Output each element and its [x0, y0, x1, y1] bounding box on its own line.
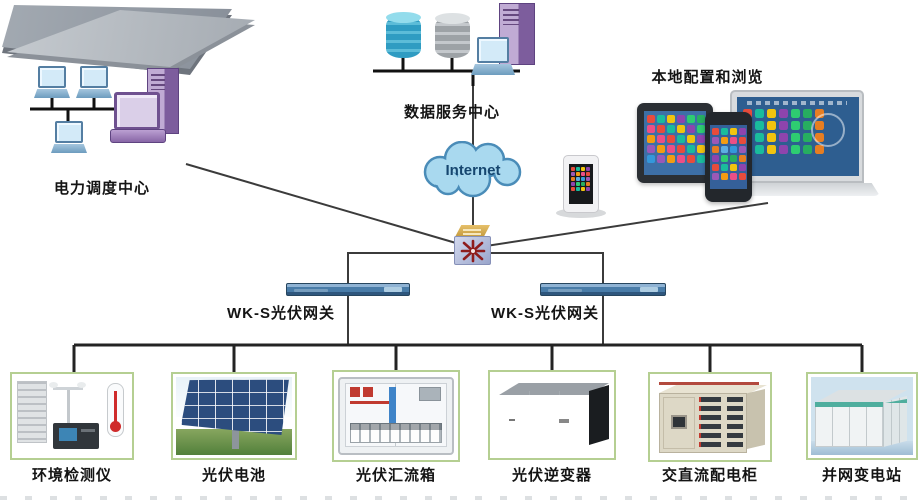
device-photo-pv-inverter — [488, 370, 616, 460]
internet-cloud-icon — [423, 141, 522, 198]
server-workstation-icon — [471, 37, 515, 75]
data-center-label: 数据服务中心 — [403, 104, 500, 121]
connector-line — [185, 163, 474, 249]
device-photo-environment-monitor — [10, 372, 134, 460]
gateway-device-right — [540, 283, 666, 296]
database-cylinder-icon — [386, 12, 421, 58]
workstation-icon — [76, 66, 112, 98]
device-photo-grid-substation — [806, 372, 918, 460]
cutoff-text-strip — [0, 496, 920, 500]
server-monitor-icon — [114, 92, 160, 130]
device-label: 交直流配电柜 — [661, 467, 758, 484]
database-cylinder-icon — [435, 13, 470, 58]
smartphone-icon — [705, 112, 752, 202]
device-label: 并网变电站 — [821, 467, 902, 484]
device-label: 光伏汇流箱 — [355, 467, 436, 484]
device-photo-acdc-cabinet — [648, 372, 772, 462]
starburst-icon — [460, 239, 486, 263]
phone-dock-icon — [556, 208, 606, 218]
workstation-icon — [34, 66, 70, 98]
gateway-left-label: WK-S光伏网关 — [227, 305, 335, 322]
device-label: 环境检测仪 — [31, 467, 112, 484]
workstation-icon — [51, 121, 87, 153]
device-photo-pv-panel — [171, 372, 297, 460]
gateway-device-left — [286, 283, 410, 296]
dispatch-center-label: 电力调度中心 — [53, 180, 150, 197]
device-label: 光伏电池 — [201, 467, 266, 484]
local-config-label: 本地配置和浏览 — [651, 69, 764, 86]
gateway-right-label: WK-S光伏网关 — [491, 305, 599, 322]
device-photo-pv-combiner-box — [332, 370, 460, 462]
tablet-icon — [637, 103, 713, 183]
connector-line — [472, 202, 769, 249]
laptop-keyboard-icon — [714, 183, 880, 196]
server-base-icon — [110, 129, 166, 143]
docked-phone-icon — [563, 155, 599, 213]
device-label: 光伏逆变器 — [511, 467, 592, 484]
router-icon — [452, 225, 496, 267]
internet-label: Internet — [445, 162, 501, 179]
